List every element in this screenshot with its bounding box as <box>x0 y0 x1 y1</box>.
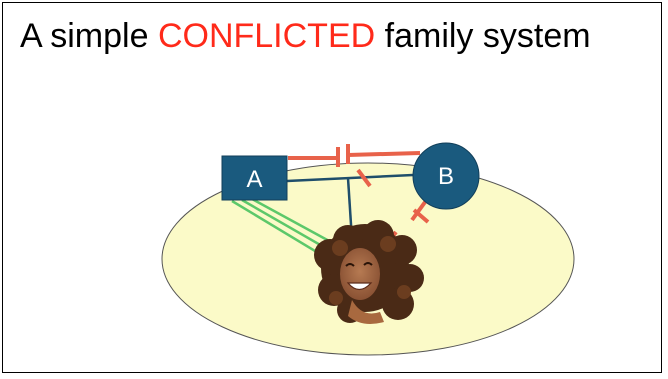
node-b-circle[interactable] <box>412 142 480 210</box>
title-highlight: CONFLICTED <box>157 17 376 55</box>
child-photo[interactable] <box>314 220 424 324</box>
slide-title: A simple CONFLICTED family system <box>20 16 591 56</box>
node-a-label: A <box>246 166 262 193</box>
node-a-square[interactable] <box>221 155 288 201</box>
cutoff-conflict-a-b <box>288 144 421 188</box>
title-prefix: A simple <box>20 17 149 55</box>
marriage-line <box>286 173 414 183</box>
node-b-label: B <box>438 163 454 190</box>
title-suffix: family system <box>384 17 591 55</box>
